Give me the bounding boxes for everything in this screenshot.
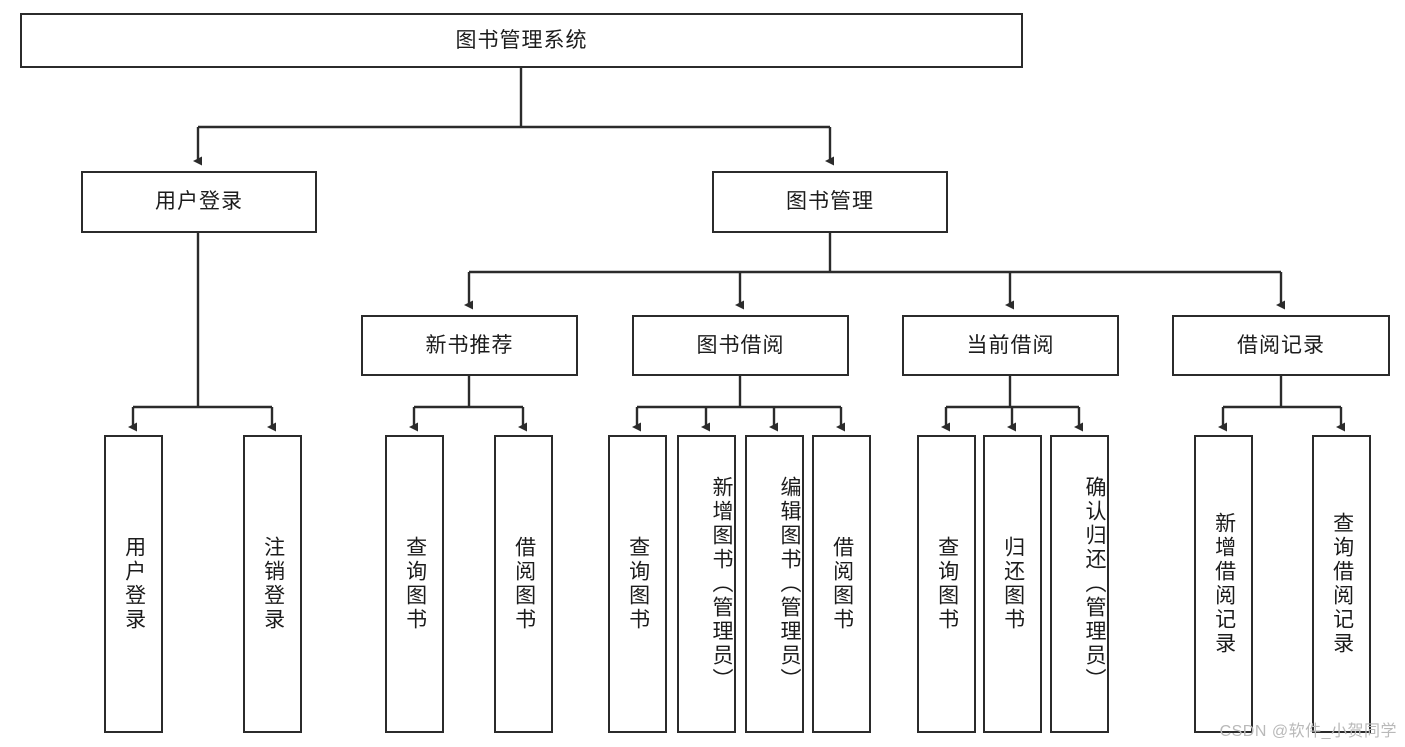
leaf-borrow-record-query[interactable]: 查询借阅记录	[1312, 435, 1371, 733]
leaf-user-login-login[interactable]: 用户登录	[104, 435, 163, 733]
leaf-current-borrow-return[interactable]: 归还图书	[983, 435, 1042, 733]
node-label: 借阅记录	[1237, 333, 1325, 357]
node-label: 查询图书	[935, 536, 959, 632]
node-label: 确认归还（管理员）	[1083, 476, 1106, 692]
leaf-new-book-query[interactable]: 查询图书	[385, 435, 444, 733]
node-label: 查询图书	[626, 536, 650, 632]
node-label: 用户登录	[122, 536, 146, 632]
csdn-watermark: CSDN @软件_小贺同学	[1219, 723, 1397, 740]
node-label: 借阅图书	[512, 536, 536, 632]
node-new-book-recommend[interactable]: 新书推荐	[361, 315, 578, 376]
node-current-borrow[interactable]: 当前借阅	[902, 315, 1119, 376]
node-root-system[interactable]: 图书管理系统	[20, 13, 1023, 68]
node-label: 注销登录	[261, 536, 285, 632]
node-user-login[interactable]: 用户登录	[81, 171, 317, 233]
node-label: 新增借阅记录	[1212, 512, 1236, 656]
leaf-new-book-borrow[interactable]: 借阅图书	[494, 435, 553, 733]
node-label: 新增图书（管理员）	[710, 476, 733, 692]
node-label: 查询借阅记录	[1330, 512, 1354, 656]
node-book-borrow[interactable]: 图书借阅	[632, 315, 849, 376]
node-label: 借阅图书	[830, 536, 854, 632]
node-book-management[interactable]: 图书管理	[712, 171, 948, 233]
node-label: 图书管理系统	[455, 28, 588, 52]
node-label: 新书推荐	[425, 333, 514, 357]
leaf-book-borrow-add[interactable]: 新增图书（管理员）	[677, 435, 736, 733]
node-label: 图书借阅	[696, 333, 785, 357]
node-label: 归还图书	[1001, 536, 1025, 632]
leaf-book-borrow-borrow[interactable]: 借阅图书	[812, 435, 871, 733]
node-label: 当前借阅	[966, 333, 1055, 357]
leaf-book-borrow-query[interactable]: 查询图书	[608, 435, 667, 733]
leaf-borrow-record-add[interactable]: 新增借阅记录	[1194, 435, 1253, 733]
leaf-user-login-logout[interactable]: 注销登录	[243, 435, 302, 733]
leaf-current-borrow-query[interactable]: 查询图书	[917, 435, 976, 733]
leaf-current-borrow-confirm-return[interactable]: 确认归还（管理员）	[1050, 435, 1109, 733]
leaf-book-borrow-edit[interactable]: 编辑图书（管理员）	[745, 435, 804, 733]
node-label: 编辑图书（管理员）	[778, 476, 801, 692]
node-label: 查询图书	[403, 536, 427, 632]
node-borrow-record[interactable]: 借阅记录	[1172, 315, 1390, 376]
node-label: 图书管理	[786, 190, 874, 214]
node-label: 用户登录	[155, 190, 243, 214]
